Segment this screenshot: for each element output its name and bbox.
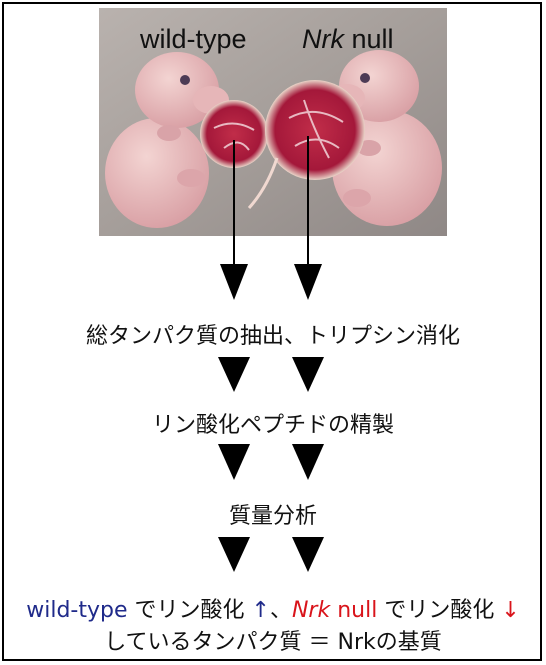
down-arrow-icon: ↓ — [501, 598, 519, 623]
up-arrow-icon: ↑ — [252, 598, 270, 623]
wt-arrow-4 — [218, 537, 250, 572]
step-extraction: 総タンパク質の抽出、トリプシン消化 — [0, 318, 546, 350]
conclusion-line-1: wild-type でリン酸化 ↑、Nrk null でリン酸化 ↓ — [0, 592, 546, 624]
conclusion-ko-rest: null — [330, 598, 377, 623]
wt-arrow-1 — [220, 264, 248, 300]
conclusion-phos-2: でリン酸化 — [377, 598, 494, 623]
conclusion-ko-gene: Nrk — [292, 598, 330, 623]
ko-arrow-1 — [294, 264, 322, 300]
wt-arrow-2 — [218, 357, 250, 392]
conclusion-wt: wild-type — [26, 598, 127, 623]
ko-arrow-2 — [292, 357, 324, 392]
step-purification: リン酸化ペプチドの精製 — [0, 407, 546, 439]
wt-arrow-3 — [218, 444, 250, 480]
conclusion-phos-1: でリン酸化 — [128, 598, 245, 623]
step-mass-spec: 質量分析 — [0, 498, 546, 530]
conclusion-line-2: しているタンパク質 ＝ Nrkの基質 — [0, 624, 546, 656]
conclusion-separator: 、 — [270, 598, 292, 623]
ko-arrow-4 — [292, 537, 324, 572]
ko-arrow-3 — [292, 444, 324, 480]
